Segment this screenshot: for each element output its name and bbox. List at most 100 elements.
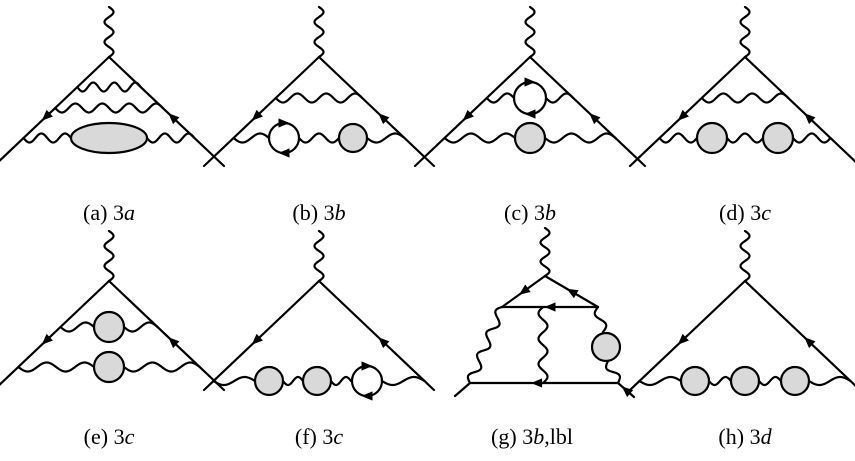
vacuum-polarization-blob [761, 121, 795, 155]
photon-line-seg [543, 132, 617, 144]
fermion-line-external [453, 381, 472, 398]
external-photon-line [313, 229, 325, 283]
photon-line-upper [700, 92, 790, 104]
caption-a: (a) 3a [83, 200, 135, 225]
external-photon-line [739, 229, 751, 283]
vacuum-polarization-blob [337, 122, 369, 154]
photon-line [593, 305, 608, 334]
photon-line-seg [791, 132, 832, 144]
photon-line-seg [122, 321, 159, 333]
arrow-marker-left [251, 109, 263, 121]
diagram-e [0, 229, 226, 392]
photon-line-seg [485, 92, 516, 104]
diagram-b [202, 5, 436, 168]
photon-line-seg [658, 132, 699, 144]
arrow-marker-right [378, 337, 390, 349]
photon-line-bottom-left [22, 132, 73, 144]
photon-line-seg [17, 361, 96, 373]
arrow-marker-left [462, 109, 474, 121]
fermion-line-left [413, 55, 532, 168]
vacuum-polarization-blob [92, 350, 126, 384]
fermion-loop [350, 364, 384, 398]
diagram-f [202, 229, 436, 401]
loop-arrow [278, 148, 290, 158]
photon-line-seg [638, 375, 683, 387]
photon-line [537, 305, 549, 385]
fermion-line-right [743, 55, 855, 163]
external-photon-line [739, 5, 751, 59]
fermion-line-left [202, 55, 321, 168]
arrow-marker-left [677, 333, 689, 345]
fermion-line-left [628, 279, 747, 392]
arrow-marker-left [41, 109, 53, 121]
external-photon-line [103, 229, 115, 283]
vacuum-polarization-blob [779, 365, 811, 397]
diagram-h [628, 229, 855, 397]
external-photon-line [524, 5, 536, 59]
caption-f: (f) 3c [294, 424, 344, 449]
loop-arrow [361, 391, 373, 401]
photon-line-seg [59, 321, 96, 333]
caption-g: (g) 3b,lbl [491, 424, 573, 449]
external-photon-line [103, 5, 115, 59]
fermion-loop [512, 80, 548, 116]
loop-arrow [524, 77, 536, 87]
photon-line-seg [725, 132, 765, 144]
external-photon-line [313, 5, 325, 59]
arrow-marker-right [589, 113, 601, 125]
photon-line-upper [274, 92, 364, 104]
diagram-c [413, 5, 647, 168]
vacuum-polarization-blob [729, 365, 761, 397]
diagram-a [0, 5, 226, 168]
photon-line-seg [807, 375, 852, 387]
caption-h: (h) 3d [718, 424, 772, 449]
arrow-marker-right [378, 113, 390, 125]
vacuum-polarization-blob [695, 121, 729, 155]
fermion-line-left [0, 279, 111, 386]
fermion-line-right [317, 279, 436, 392]
arrow-marker-left [677, 109, 689, 121]
arrow-marker [566, 288, 579, 299]
arrow-marker-right [168, 337, 180, 349]
fermion-line-right [317, 55, 436, 168]
arrow-marker-left [41, 333, 53, 345]
vacuum-polarization-blob [590, 331, 622, 363]
external-photon-line [539, 226, 551, 278]
fermion-line-right [528, 55, 647, 168]
photon-line-middle [54, 102, 164, 114]
vacuum-polarization-blob [253, 365, 285, 397]
fermion-line-left [628, 55, 747, 168]
photon-line-seg [232, 132, 271, 144]
diagram-g [453, 226, 636, 399]
arrow-marker-right [168, 113, 180, 125]
caption-e: (e) 3c [83, 424, 135, 449]
photon-line-seg [365, 132, 406, 144]
light-by-light-blob [69, 121, 149, 155]
loop-arrow [524, 109, 536, 119]
photon-line-seg [443, 132, 517, 144]
loop-arrow [278, 118, 290, 128]
vacuum-polarization-blob [301, 365, 333, 397]
arrow-marker [621, 386, 634, 398]
fermion-line-right [743, 279, 855, 387]
fermion-line-right [107, 279, 226, 392]
caption-b: (b) 3b [292, 200, 346, 225]
arrow-marker [531, 378, 543, 388]
arrow-marker-left [251, 333, 263, 345]
photon-line-seg [380, 375, 426, 387]
photon-line-seg [212, 375, 257, 387]
photon-line-seg [122, 361, 201, 373]
arrow-marker [519, 284, 531, 295]
photon-line-inner [76, 81, 142, 93]
fermion-loop [267, 121, 301, 155]
photon-line-seg [707, 375, 733, 387]
photon-line-seg [329, 375, 353, 387]
photon-line-seg [281, 375, 305, 387]
photon-line-seg [297, 132, 341, 144]
arrow-marker-right [804, 113, 816, 125]
vacuum-polarization-blob [513, 121, 547, 155]
photon-line-bottom-right [145, 132, 196, 144]
caption-c: (c) 3b [504, 200, 556, 225]
photon-line-seg [544, 92, 575, 104]
